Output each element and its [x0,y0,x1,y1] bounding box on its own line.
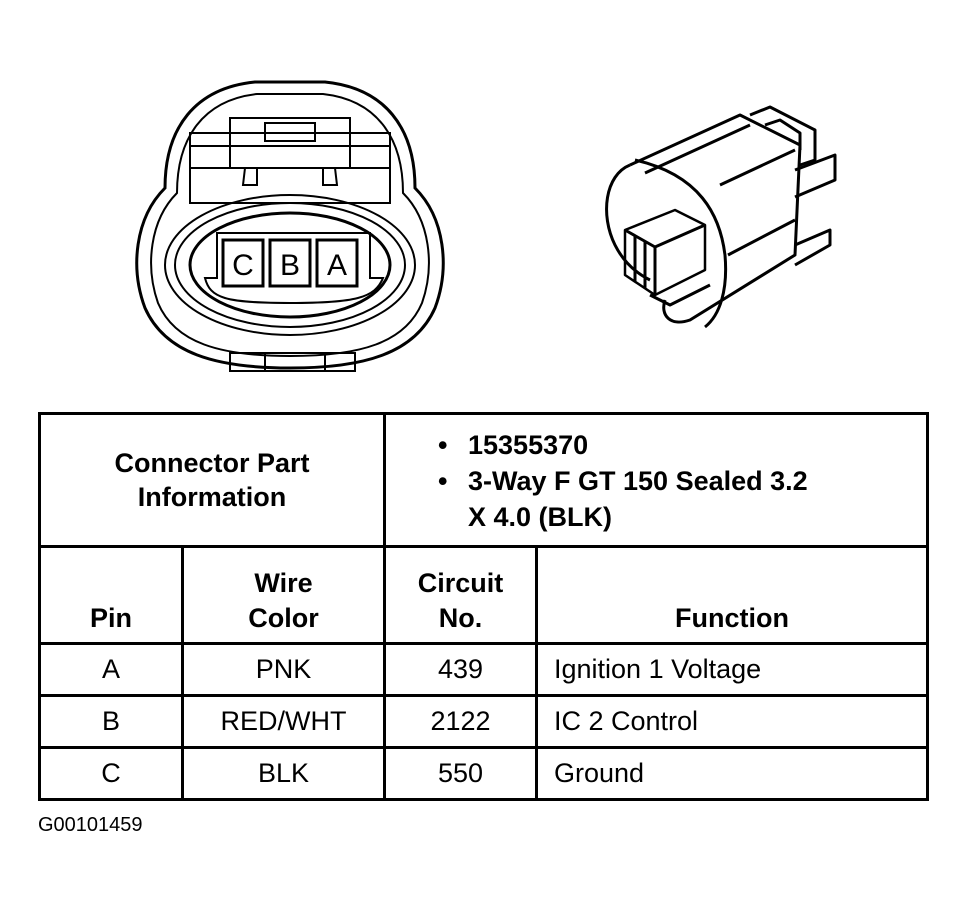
wire-color-cell: BLK [181,746,386,801]
table-row: B RED/WHT 2122 IC 2 Control [38,694,929,749]
header-function: Function [535,545,929,645]
table-row: C BLK 550 Ground [38,746,929,801]
header-wire-color: Wire Color [181,545,386,645]
label-line-1: Connector Part [114,448,310,478]
header-circuit-line-2: No. [438,603,483,633]
header-circuit-line-1: Circuit [417,568,504,598]
table-row: A PNK 439 Ignition 1 Voltage [38,642,929,697]
header-wire-color-line-1: Wire [254,568,313,598]
pin-cell: C [38,746,184,801]
description-line-2: X 4.0 (BLK) [468,502,613,532]
connector-table: Connector Part Information 15355370 3-Wa… [38,412,929,801]
figure-id: G00101459 [38,814,143,836]
pin-cell: B [38,694,184,749]
header-pin: Pin [38,545,184,645]
cavity-label-c: C [232,249,254,282]
pin-cell: A [38,642,184,697]
column-header-row: Pin Wire Color Circuit No. Function [38,545,929,645]
connector-part-info-values: 15355370 3-Way F GT 150 Sealed 3.2 X 4.0… [383,412,929,548]
connector-isometric-view [605,105,837,329]
wire-color-cell: PNK [181,642,386,697]
function-cell: IC 2 Control [535,694,929,749]
circuit-cell: 550 [383,746,538,801]
part-number: 15355370 [438,427,926,463]
header-circuit-no: Circuit No. [383,545,538,645]
connector-part-info-row: Connector Part Information 15355370 3-Wa… [38,412,929,548]
description-line-1: 3-Way F GT 150 Sealed 3.2 [468,466,808,496]
circuit-cell: 439 [383,642,538,697]
wire-color-cell: RED/WHT [181,694,386,749]
function-cell: Ground [535,746,929,801]
function-cell: Ignition 1 Voltage [535,642,929,697]
header-wire-color-line-2: Color [248,603,319,633]
circuit-cell: 2122 [383,694,538,749]
connector-part-info-label: Connector Part Information [38,412,386,548]
cavity-label-a: A [327,249,347,282]
connector-front-view: C B A [135,80,445,372]
part-description: 3-Way F GT 150 Sealed 3.2 X 4.0 (BLK) [438,463,926,535]
cavity-label-b: B [280,249,300,282]
label-line-2: Information [137,482,287,512]
